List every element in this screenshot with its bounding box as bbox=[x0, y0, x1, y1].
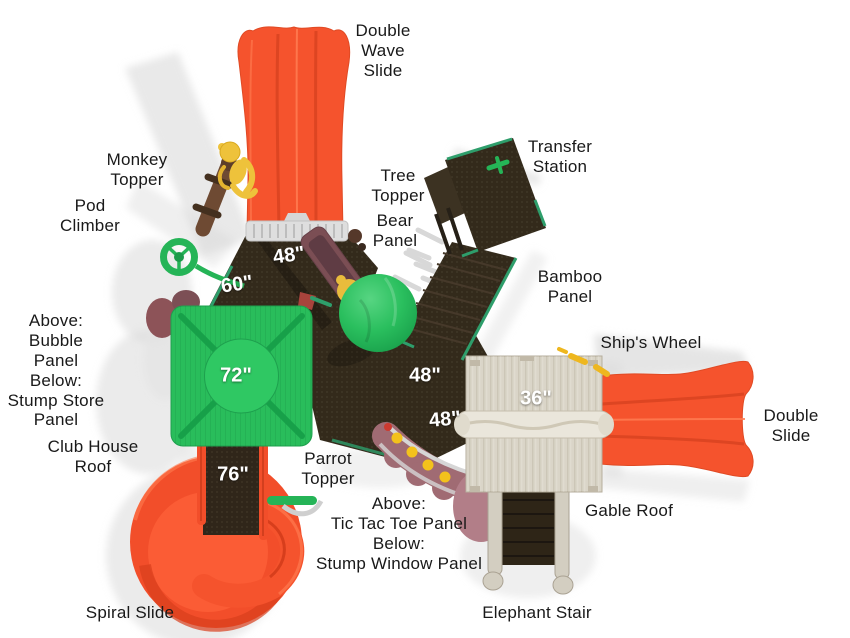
measurement-top-deck-48: 48" bbox=[271, 242, 307, 269]
label-elephant-stair: Elephant Stair bbox=[482, 603, 592, 622]
walkway-76 bbox=[197, 443, 324, 540]
bamboo-panel-ramp bbox=[397, 242, 518, 361]
measurement-club-house-72: 72" bbox=[220, 364, 252, 387]
label-ships-wheel: Ship's Wheel bbox=[600, 333, 702, 352]
gable-roof-shape bbox=[454, 355, 614, 493]
label-gable-roof: Gable Roof bbox=[585, 501, 673, 520]
label-tree-topper: Tree Topper bbox=[371, 166, 425, 205]
measurement-walkway-76: 76" bbox=[217, 463, 249, 486]
transfer-station-platform bbox=[424, 137, 547, 258]
label-double-wave-slide: Double Wave Slide bbox=[355, 21, 411, 80]
label-spiral-slide: Spiral Slide bbox=[85, 603, 175, 622]
label-double-slide: Double Slide bbox=[763, 406, 819, 445]
label-transfer-station: Transfer Station bbox=[527, 137, 593, 176]
label-bamboo-panel: Bamboo Panel bbox=[537, 267, 603, 306]
label-above-tic-tac-toe: Above: Tic Tac Toe Panel Below: Stump Wi… bbox=[315, 494, 483, 573]
club-house-roof-shape bbox=[170, 305, 313, 447]
label-above-bubble-panel: Above: Bubble Panel Below: Stump Store P… bbox=[7, 311, 105, 430]
ships-wheel-shape bbox=[557, 347, 610, 377]
measurement-gable-roof-36: 36" bbox=[520, 387, 552, 410]
measurement-top-deck-60: 60" bbox=[219, 271, 255, 298]
double-wave-slide-shape bbox=[237, 26, 351, 242]
tree-topper-sphere bbox=[327, 274, 417, 367]
label-pod-climber: Pod Climber bbox=[60, 196, 120, 235]
double-slide-shape bbox=[599, 360, 754, 478]
pod-climber-wheel bbox=[160, 238, 245, 289]
label-monkey-topper: Monkey Topper bbox=[106, 150, 168, 189]
monkey-topper-figure bbox=[192, 141, 258, 237]
label-club-house-roof: Club House Roof bbox=[47, 437, 139, 476]
label-parrot-topper: Parrot Topper bbox=[301, 449, 355, 488]
measurement-lower-deck-48: 48" bbox=[428, 407, 462, 432]
label-bear-panel: Bear Panel bbox=[372, 211, 418, 250]
elephant-stair-shape bbox=[482, 478, 574, 595]
measurement-center-deck-48: 48" bbox=[409, 364, 441, 387]
